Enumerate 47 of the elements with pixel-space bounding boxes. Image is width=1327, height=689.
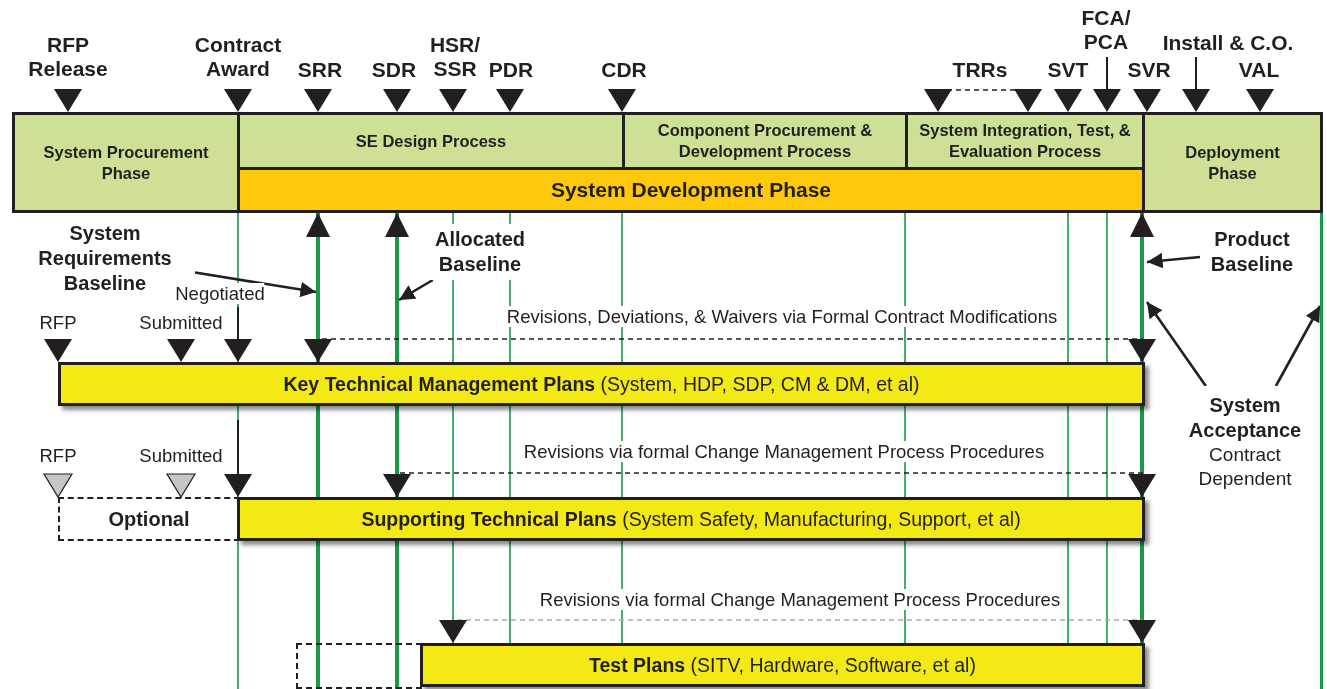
box-label: Deployment Phase [1184,141,1281,184]
plan-bar [237,497,1145,541]
milestone-label: SVT [1047,58,1089,83]
process-box [622,112,908,170]
note-text: Revisions via formal Change Management Process Procedures [539,589,1061,611]
box-label: System Procurement Phase [42,141,210,184]
box-label: System Integration, Test, & Evaluation Process [918,120,1132,162]
milestone-label: HSR/ SSR [428,33,482,82]
leader-line [398,278,434,302]
leader-line [1146,252,1201,269]
leader-line [1145,301,1207,387]
process-box [237,112,625,170]
plan-bar [58,362,1145,406]
box-label: Key Technical Management Plans (System, HDP, SDP, CM & DM, et al) [282,372,921,396]
callout-text: Contract Dependent [1197,443,1293,491]
note-text: Revisions, Deviations, & Waivers via Formal Contract Modifications [506,306,1058,328]
milestone-label: Install & C.O. [1162,31,1294,56]
milestone-label: CDR [601,58,647,83]
box-label: Supporting Technical Plans (System Safety, Manufacturing, Support, et al) [360,507,1022,531]
milestone-label: Contract Award [193,33,283,82]
milestone-label: FCA/ PCA [1080,6,1132,55]
milestone-label: SDR [371,58,417,83]
milestone-label: VAL [1238,58,1280,83]
milestone-label: SRR [297,58,343,83]
leader-line [383,472,1156,498]
phase-bar [237,167,1145,213]
plan-bar [420,643,1145,687]
leader-line [304,338,1156,363]
note-text: Revisions via formal Change Management Process Procedures [523,441,1045,463]
milestone-label: SVR [1127,58,1171,83]
leader-line [1274,305,1322,387]
timeline-line [1320,213,1323,689]
process-box [905,112,1145,170]
box-label: SE Design Process [354,130,508,152]
leader-line [439,619,1156,644]
box-label: Component Procurement & Development Process [656,120,874,162]
phase-box [12,112,240,213]
callout-text: System Acceptance [1187,393,1303,444]
milestone-label: TRRs [952,58,1008,83]
box-label: System Development Phase [549,178,833,202]
leader-line [194,271,317,298]
milestone-label: RFP Release [27,33,109,82]
box-label: Test Plans (SITV, Hardware, Software, et al) [588,653,977,677]
note-text: Negotiated [175,283,265,305]
box-label: Optional [107,507,191,531]
phase-box [1142,112,1323,213]
milestone-label: PDR [488,58,534,83]
